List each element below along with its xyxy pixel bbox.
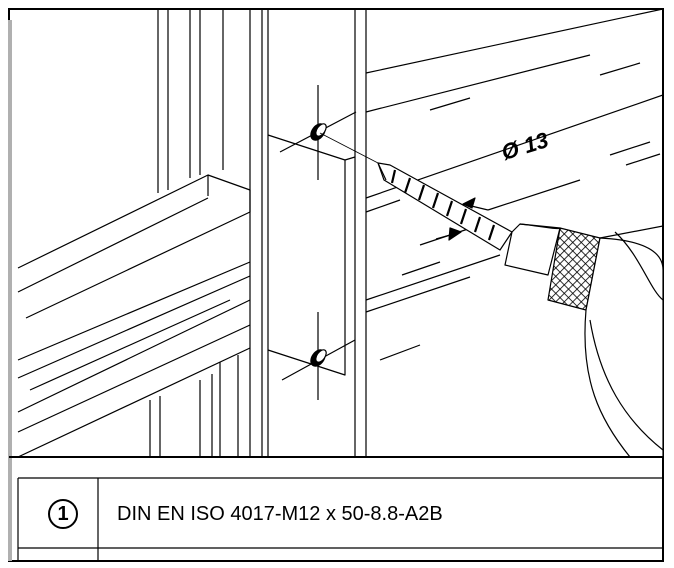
legend-item-text: DIN EN ISO 4017-M12 x 50-8.8-A2B [117, 503, 443, 525]
screw-mark-upper [279, 85, 357, 180]
drill [504, 223, 663, 457]
legend-item-number: 1 [48, 499, 78, 529]
mounting-plate [267, 85, 379, 400]
screw-mark-lower [281, 312, 356, 400]
drill-bit [377, 162, 581, 251]
